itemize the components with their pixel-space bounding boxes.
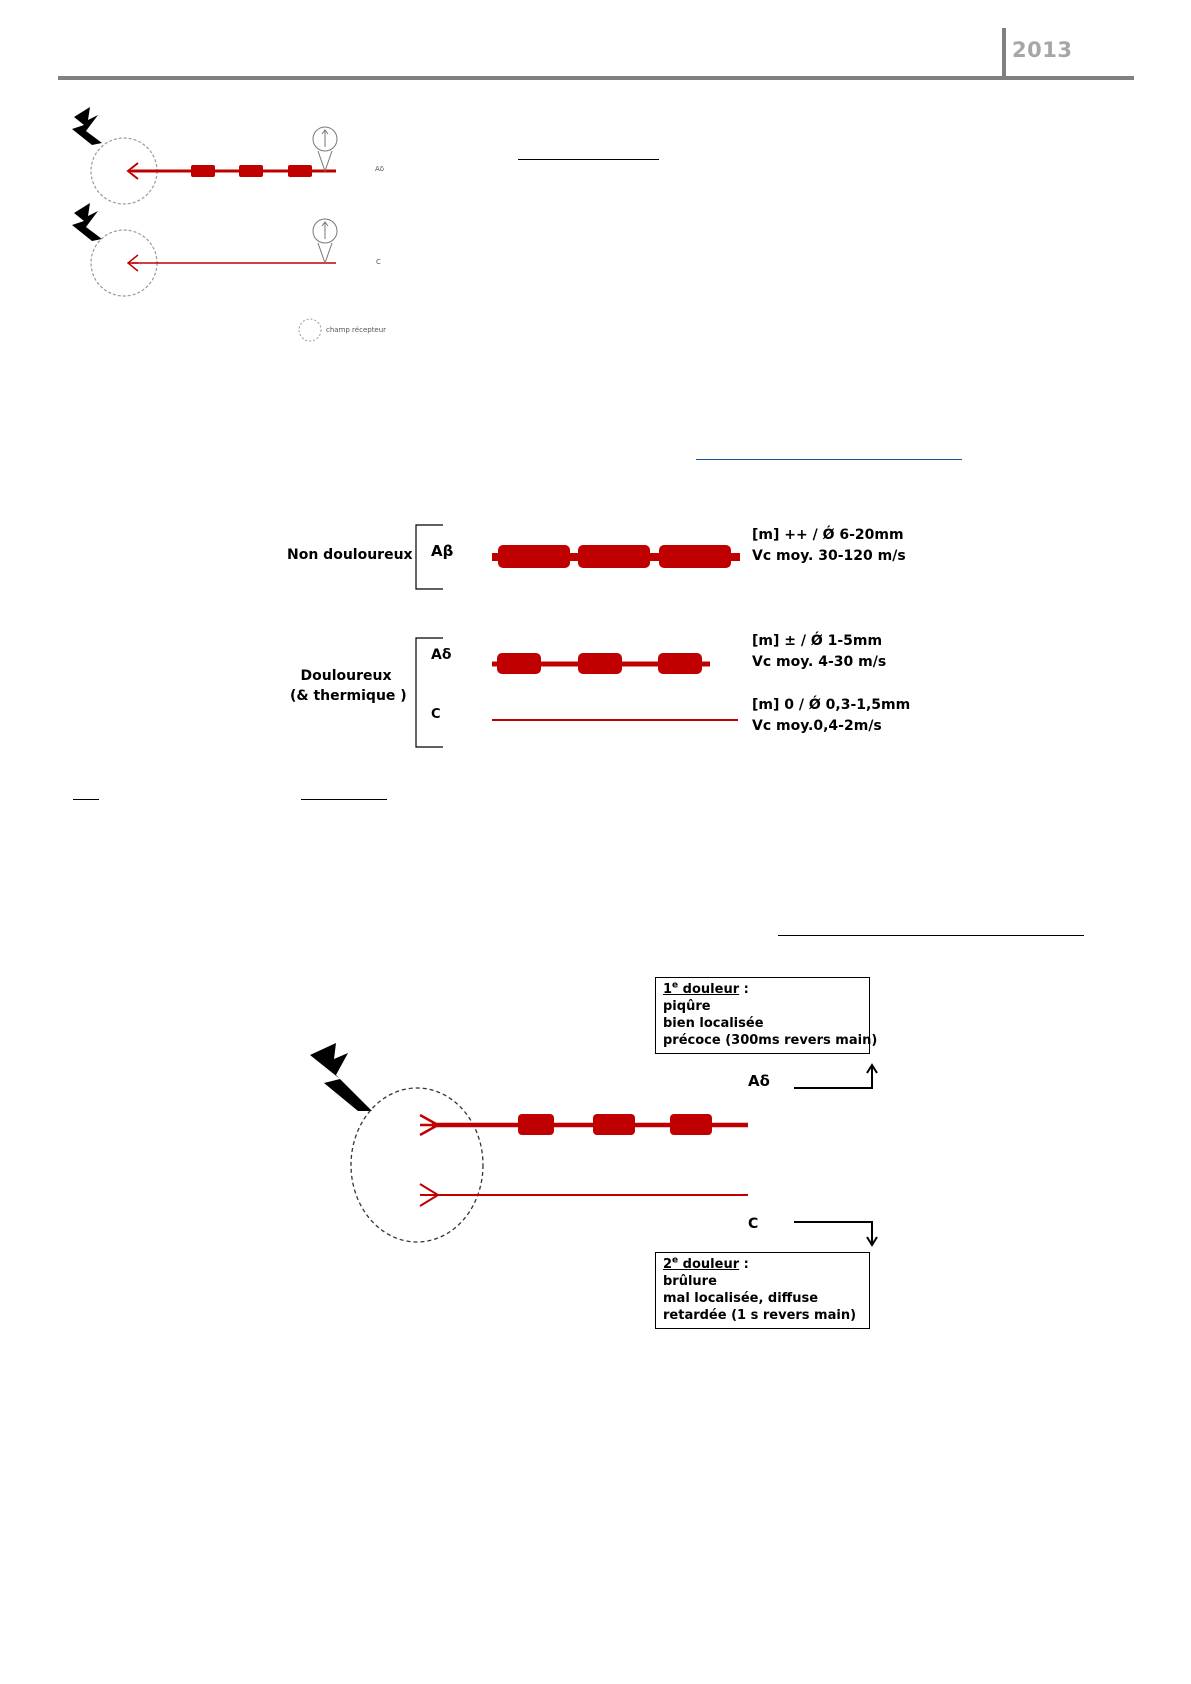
second-pain-line: brûlure <box>663 1274 717 1289</box>
fiber-a-beta-info-2: Vc moy. 30-120 m/s <box>752 548 906 564</box>
myelin-sheath <box>239 165 263 177</box>
underline-rule <box>301 799 387 800</box>
first-pain-box: 1e douleur : piqûre bien localisée préco… <box>655 977 878 1054</box>
group-bracket <box>415 524 443 590</box>
fig3-label-c: C <box>748 1216 759 1232</box>
arrow-to-first-pain <box>794 1063 878 1089</box>
fig1-label-c: C <box>376 258 381 266</box>
header-year: 2013 <box>1012 38 1073 62</box>
legend-receptive-field-icon <box>298 318 322 342</box>
first-pain-title: 1e douleur : <box>663 980 749 997</box>
fiber-name-a-delta: Aδ <box>431 647 452 663</box>
fiber-name-c: C <box>431 707 441 722</box>
myelin-sheath <box>498 545 570 568</box>
receptive-field <box>350 1087 484 1243</box>
fiber-classification-diagram <box>415 524 740 748</box>
second-pain-title: 2e douleur : <box>663 1255 749 1272</box>
first-pain-line: précoce (300ms revers main) <box>663 1033 878 1048</box>
fig1-legend-label: champ récepteur <box>326 326 387 334</box>
stimulus-bolt-icon <box>310 1043 372 1111</box>
arrow-to-second-pain <box>794 1221 878 1247</box>
fig3-label-a-delta: Aδ <box>748 1072 770 1090</box>
fiber-c-info-2: Vc moy.0,4-2m/s <box>752 718 882 734</box>
fiber-c <box>419 1183 748 1207</box>
fig1-label-a-delta: Aδ <box>375 165 385 173</box>
underline-rule <box>73 799 99 800</box>
myelin-sheath <box>578 653 622 674</box>
recording-electrode-icon <box>312 126 338 173</box>
fiber-a-beta-info-1: [m] ++ / Ǿ 6-20mm <box>752 527 904 543</box>
group-painful-line2: (& thermique ) <box>290 688 407 704</box>
fiber-a-delta-info-2: Vc moy. 4-30 m/s <box>752 654 887 670</box>
second-pain-line: retardée (1 s revers main) <box>663 1308 857 1323</box>
link-underline-rule <box>696 459 962 460</box>
group-painful-label: Douloureux (& thermique ) <box>290 668 407 704</box>
myelin-sheath <box>578 545 650 568</box>
myelin-sheath <box>658 653 702 674</box>
group-painful-line1: Douloureux <box>300 668 392 684</box>
header-rule <box>58 76 1134 80</box>
myelin-sheath <box>659 545 731 568</box>
myelin-sheath <box>191 165 215 177</box>
first-pain-line: bien localisée <box>663 1016 764 1031</box>
underline-rule <box>518 159 659 160</box>
myelin-sheath <box>593 1114 635 1135</box>
fiber-c <box>126 254 336 272</box>
double-pain-diagram <box>310 1043 878 1247</box>
second-pain-box: 2e douleur : brûlure mal localisée, diff… <box>655 1252 870 1329</box>
myelin-sheath <box>497 653 541 674</box>
first-pain-line: piqûre <box>663 999 711 1014</box>
fiber-name-a-beta: Aβ <box>431 542 454 560</box>
fiber-a-delta-info-1: [m] ± / Ǿ 1-5mm <box>752 633 883 649</box>
underline-rule <box>778 935 1084 936</box>
fiber-receptor-diagram <box>72 107 338 342</box>
myelin-sheath <box>518 1114 554 1135</box>
second-pain-line: mal localisée, diffuse <box>663 1291 819 1306</box>
myelin-sheath <box>670 1114 712 1135</box>
recording-electrode-icon <box>312 218 338 265</box>
fiber-c-info-1: [m] 0 / Ǿ 0,3-1,5mm <box>752 697 911 713</box>
group-non-painful-label: Non douloureux <box>287 547 413 563</box>
header-vertical-divider <box>1002 28 1006 78</box>
group-bracket <box>415 637 443 748</box>
stimulus-bolt-icon <box>72 107 102 145</box>
stimulus-bolt-icon <box>72 203 102 241</box>
myelin-sheath <box>288 165 312 177</box>
